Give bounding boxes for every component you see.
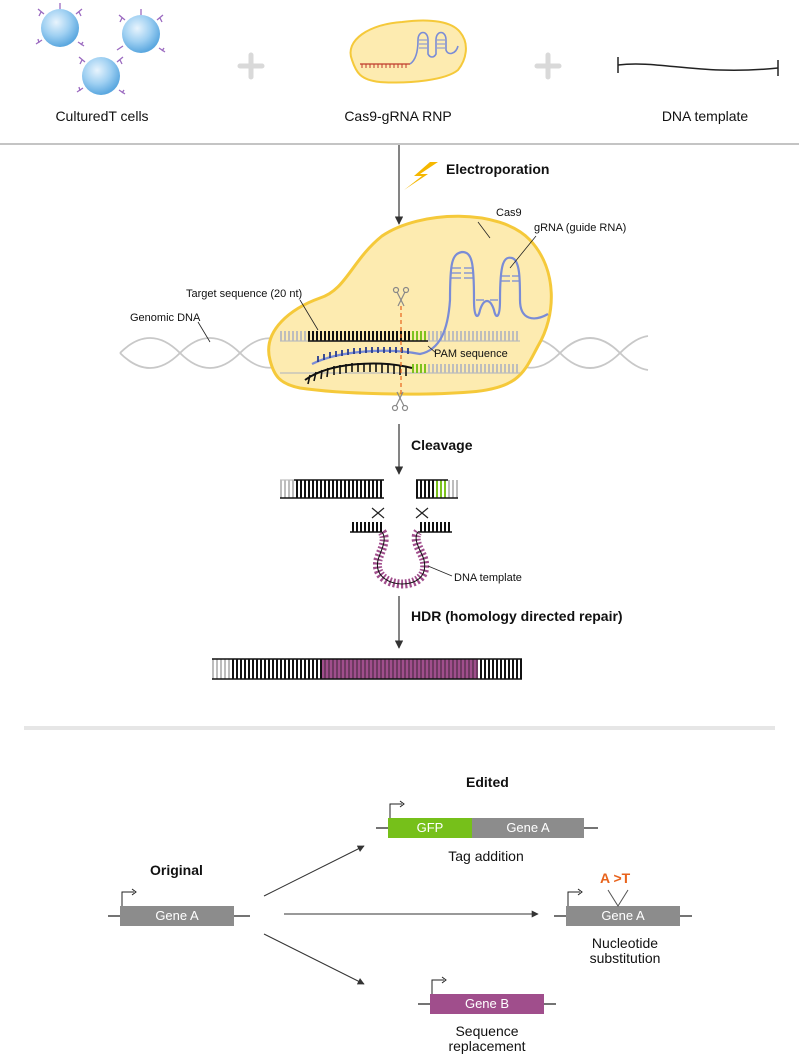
plus-icon (237, 52, 265, 80)
electroporation-label: Electroporation (446, 161, 550, 177)
grna-strand (311, 250, 549, 365)
replacement-caption: Sequence replacement (448, 1023, 526, 1054)
rnp-label: Cas9-gRNA RNP (344, 108, 452, 124)
cleavage-label: Cleavage (411, 437, 473, 453)
original-gene (108, 888, 250, 926)
cas9-complex (119, 214, 649, 412)
dna-template-loop (350, 522, 453, 589)
outcome-arrow (263, 845, 365, 897)
cleaved-dna (280, 479, 458, 519)
cells-label: CulturedT cells (55, 108, 149, 124)
edited-label: Edited (466, 774, 509, 790)
replacement-gene (418, 976, 556, 1014)
tag-gene-label: Gene A (506, 820, 550, 835)
rnp-icon (349, 19, 467, 84)
substitution-gene (554, 888, 692, 926)
repaired-dna (212, 658, 522, 680)
t-cells-icon (35, 3, 166, 95)
template-label: DNA template (661, 108, 749, 124)
tag-addition-caption: Tag addition (448, 848, 524, 864)
target-sequence-label: Target sequence (20 nt) (186, 288, 303, 300)
genomic-dna-label: Genomic DNA (130, 312, 201, 324)
substitution-gene-label: Gene A (601, 908, 645, 923)
original-gene-label: Gene A (155, 908, 199, 923)
gfp-label: GFP (416, 820, 444, 835)
scissors-icon (392, 286, 410, 307)
section-divider (24, 726, 775, 730)
pam-sequence-label: PAM sequence (434, 348, 508, 360)
tag-addition-gene (376, 800, 598, 838)
cas9-label: Cas9 (496, 207, 522, 219)
cas9-protein (267, 214, 553, 396)
dna-template-icon (617, 57, 779, 76)
substitution-caption: Nucleotide substitution (589, 935, 661, 966)
outcome-arrow (263, 933, 365, 985)
mutation-label: A >T (600, 870, 631, 886)
dna-template-loop-label: DNA template (454, 572, 522, 584)
replacement-gene-label: Gene B (464, 996, 510, 1011)
lightning-icon (404, 162, 438, 190)
scissors-icon (391, 391, 409, 412)
plus-icon (534, 52, 562, 80)
hdr-label: HDR (homology directed repair) (411, 608, 623, 624)
grna-label: gRNA (guide RNA) (534, 222, 627, 234)
original-label: Original (150, 862, 203, 878)
